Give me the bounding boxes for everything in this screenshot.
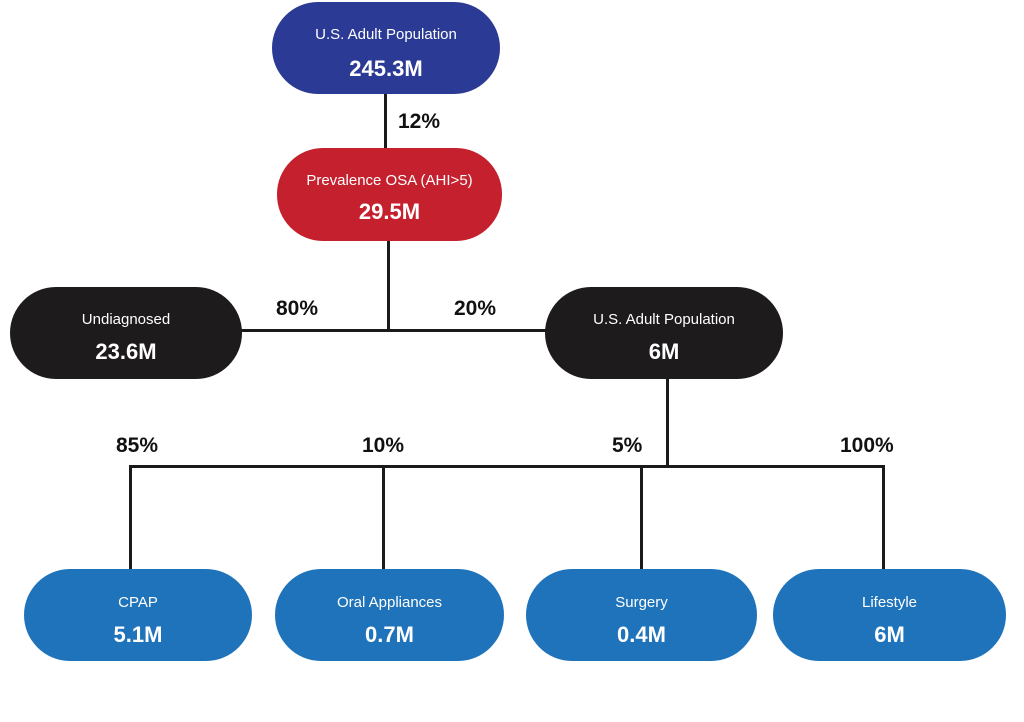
node-label: Lifestyle xyxy=(861,594,918,611)
pct-root-to-prevalence: 12% xyxy=(398,110,441,133)
connector-to-surgery xyxy=(640,465,643,571)
node-label: Oral Appliances xyxy=(336,594,443,611)
node-value: 0.7M xyxy=(365,622,414,647)
node-value: 245.3M xyxy=(349,56,423,81)
pct-undiagnosed: 80% xyxy=(276,297,319,320)
node-label: U.S. Adult Population xyxy=(593,311,735,328)
connector-to-lifestyle xyxy=(882,465,885,571)
node-us-adult-population: U.S. Adult Population 245.3M xyxy=(272,2,500,94)
connector-diagnosed-down xyxy=(666,378,669,466)
connector-to-cpap xyxy=(129,465,132,571)
connector-to-oral xyxy=(382,465,385,571)
node-label: U.S. Adult Population xyxy=(315,26,457,43)
node-value: 5.1M xyxy=(113,622,163,647)
pct-cpap: 85% xyxy=(116,434,159,457)
node-undiagnosed: Undiagnosed 23.6M xyxy=(10,287,242,379)
connector-root-prevalence xyxy=(384,92,387,148)
node-label: CPAP xyxy=(118,594,158,611)
pct-oral: 10% xyxy=(362,434,405,457)
node-value: 6M xyxy=(874,622,905,647)
pct-surgery: 5% xyxy=(612,434,643,457)
node-value: 0.4M xyxy=(617,622,666,647)
node-value: 23.6M xyxy=(95,339,157,364)
node-label: Surgery xyxy=(615,594,668,611)
node-label: Undiagnosed xyxy=(81,311,171,328)
node-lifestyle: Lifestyle 6M xyxy=(773,569,1006,661)
connector-level3-horizontal xyxy=(129,465,885,468)
node-diagnosed-population: U.S. Adult Population 6M xyxy=(545,287,783,379)
node-value: 6M xyxy=(648,339,680,364)
pct-diagnosed: 20% xyxy=(454,297,497,320)
node-oral-appliances: Oral Appliances 0.7M xyxy=(275,569,504,661)
node-value: 29.5M xyxy=(358,199,421,224)
connector-prevalence-split xyxy=(387,240,390,330)
node-cpap: CPAP 5.1M xyxy=(24,569,252,661)
pct-lifestyle: 100% xyxy=(840,434,894,457)
node-prevalence-osa: Prevalence OSA (AHI>5) 29.5M xyxy=(277,148,502,241)
node-surgery: Surgery 0.4M xyxy=(526,569,757,661)
connector-level2-horizontal xyxy=(240,329,546,332)
node-label: Prevalence OSA (AHI>5) xyxy=(306,172,473,189)
